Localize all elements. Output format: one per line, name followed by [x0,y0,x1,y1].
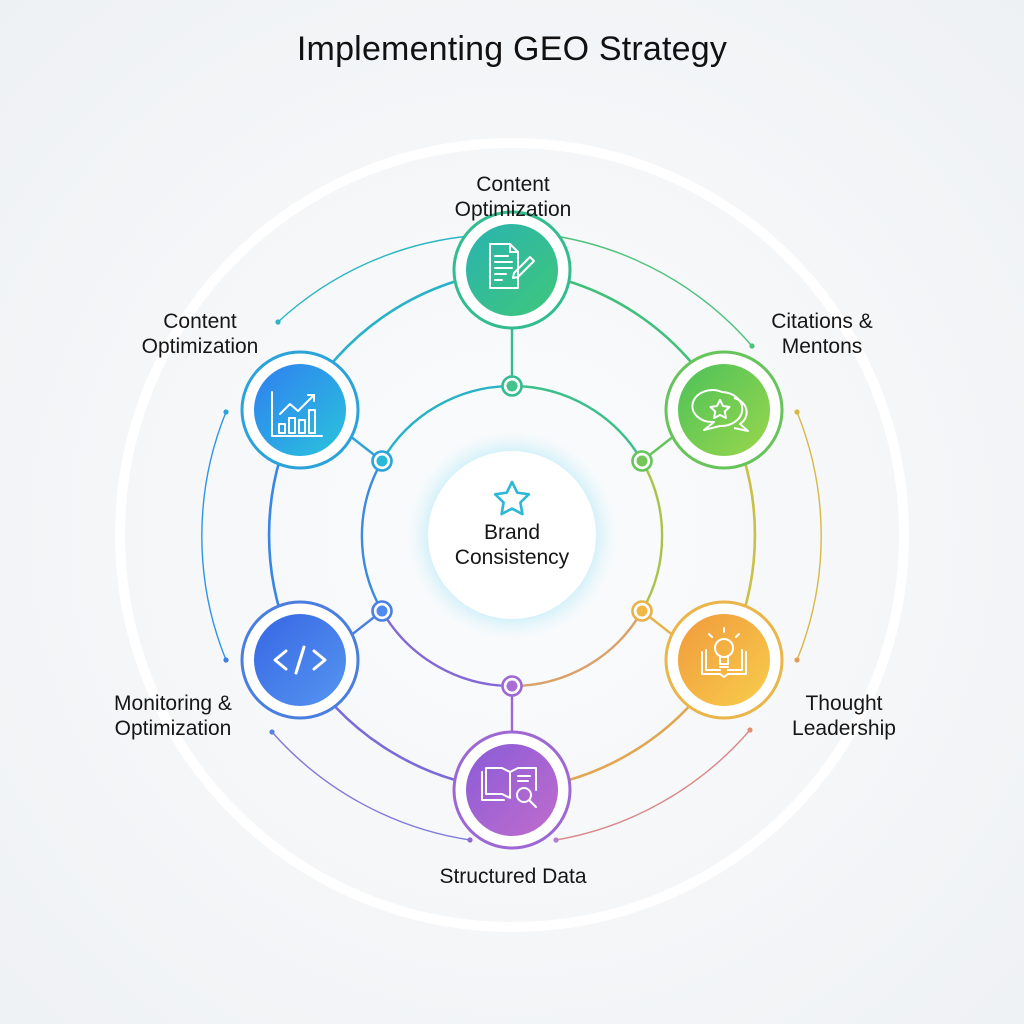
node-thought-leadership[interactable] [666,602,782,718]
node-structured-data[interactable] [454,732,570,848]
node-monitoring-optimization[interactable] [242,602,358,718]
document-edit-icon [489,243,535,289]
outer-arcs [201,233,822,843]
node-content-optimization-left[interactable] [242,352,358,468]
label-lower-left: Monitoring & Optimization [114,691,232,741]
book-search-icon [481,767,537,808]
center-label: Brand Consistency [455,520,569,570]
label-bottom: Structured Data [439,864,586,889]
node-top [452,210,572,330]
label-lower-left-line1: Monitoring & [114,692,232,715]
center-label-line1: Brand [483,521,541,544]
lightbulb-book-icon [701,627,747,678]
diagram-title: Implementing GEO Strategy [296,30,728,68]
outer-halo-ring [115,138,909,932]
node-citations-mentions[interactable] [666,352,782,468]
chart-growth-icon [271,391,323,437]
node-content-optimization-top[interactable] [454,212,570,328]
label-bottom-line1: Structured Data [439,865,587,888]
label-upper-left-line1: Content [163,310,237,333]
node-upper-right [664,350,784,470]
code-icon [273,645,327,675]
inner-ring [360,384,664,688]
node-upper-left [240,350,360,470]
center-label-line2: Consistency [454,546,570,569]
chat-star-icon [691,389,749,432]
junction-dots [371,375,653,697]
node-lower-right [664,600,784,720]
label-lower-right: Thought Leadership [792,691,896,741]
center-circle [428,451,596,619]
label-lower-right-line2: Leadership [792,717,896,740]
label-top: Content Optimization [455,172,572,222]
node-bottom [452,730,572,850]
label-top-line2: Optimization [454,198,572,221]
label-lower-left-line2: Optimization [114,717,232,740]
label-upper-right: Citations & Mentons [771,309,873,359]
label-upper-right-line1: Citations & [771,310,873,333]
label-lower-right-line1: Thought [805,692,883,715]
label-upper-right-line2: Mentons [781,335,863,358]
node-lower-left [240,600,360,720]
star-icon [493,480,531,516]
label-upper-left-line2: Optimization [141,335,259,358]
label-upper-left: Content Optimization [142,309,259,359]
label-top-line1: Content [476,173,550,196]
